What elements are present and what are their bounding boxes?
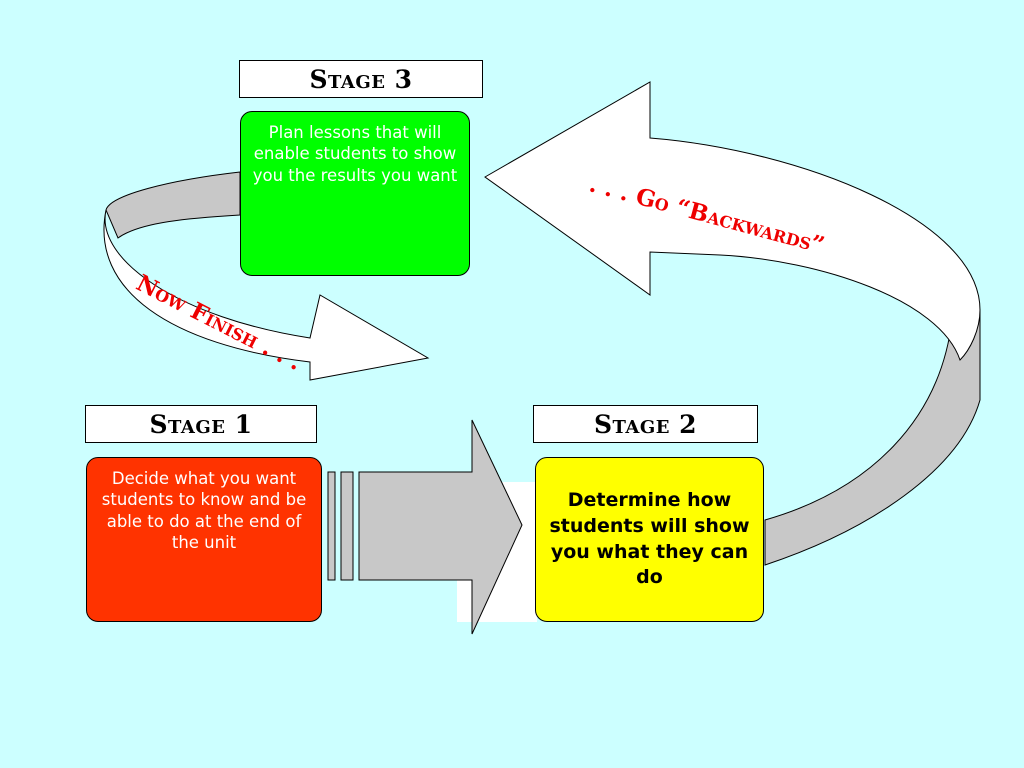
arrow-stripe-1 [327, 471, 336, 581]
arrow-stripe-2 [340, 471, 354, 581]
stage1-text: Decide what you want students to know an… [101, 469, 307, 553]
backwards-arrow [484, 81, 981, 361]
finish-arrow [103, 209, 430, 381]
stage3-label: Stage 3 [239, 60, 483, 98]
forward-arrow [358, 419, 523, 635]
stage2-label: Stage 2 [533, 405, 758, 443]
stage1-box: Decide what you want students to know an… [86, 457, 322, 622]
stage3-box: Plan lessons that will enable students t… [240, 111, 470, 276]
stage2-text: Determine how students will show you wha… [549, 489, 750, 589]
stage2-box: Determine how students will show you wha… [535, 457, 764, 622]
stage3-text: Plan lessons that will enable students t… [252, 123, 458, 185]
backwards-arrow-side [764, 309, 981, 566]
finish-arrow-side [105, 171, 241, 239]
stage1-label: Stage 1 [85, 405, 317, 443]
